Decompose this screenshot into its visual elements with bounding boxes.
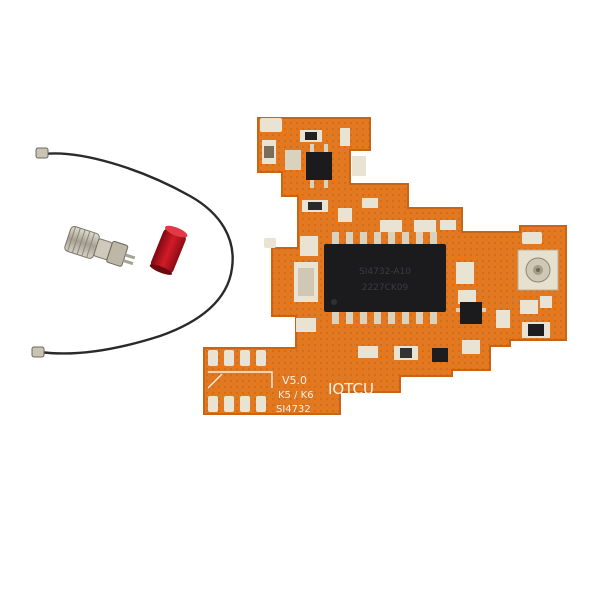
edge-pads	[208, 118, 542, 412]
brand-label: IOTCU	[328, 380, 374, 398]
red-cap-icon	[149, 225, 188, 275]
ic-marking-1: SI4732-A10	[359, 267, 411, 277]
smd-components	[262, 128, 552, 362]
chip-label: SI4732	[276, 404, 311, 415]
sma-connector-icon	[64, 225, 136, 267]
antenna-cable-icon	[31, 147, 234, 358]
transistor-right	[456, 302, 486, 324]
pcb-module-icon: SI4732-A10 2227CK09 V5.0 K5 / K6 SI4732 …	[203, 117, 567, 415]
ufl-connector	[517, 249, 559, 291]
main-ic: SI4732-A10 2227CK09	[324, 232, 446, 324]
model-label: K5 / K6	[278, 390, 314, 401]
transistor	[306, 144, 332, 188]
ic-marking-2: 2227CK09	[362, 283, 409, 293]
version-label: V5.0	[282, 374, 307, 387]
